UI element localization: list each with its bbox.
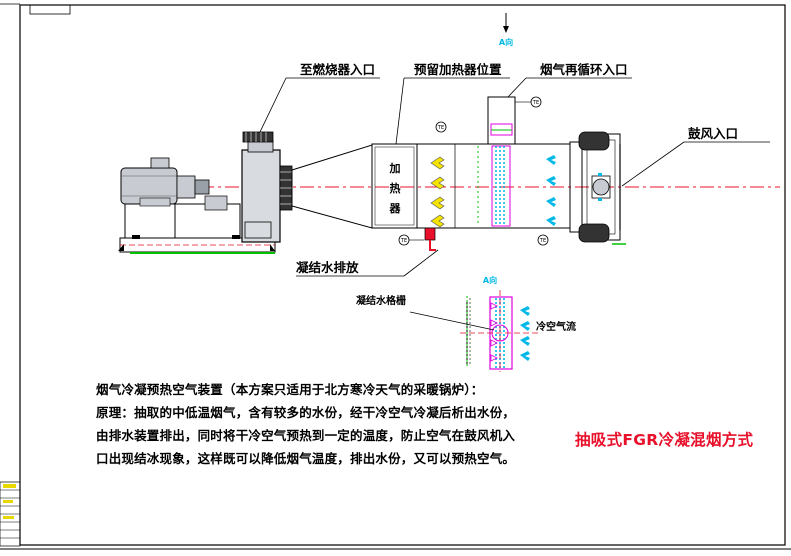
instrument-tag-1: TE (435, 121, 447, 133)
condensate-drain-label: 凝结水排放 (296, 260, 359, 275)
condensate-drain-pipe (424, 227, 436, 251)
description-line-3: 由排水装置排出，同时将干冷空气预热到一定的温度，防止空气在鼓风机入 (96, 428, 516, 443)
description-block: 烟气冷凝预热空气装置（本方案只适用于北方寒冷天气的采暖锅炉）： 原理：抽取的中低… (96, 378, 516, 470)
drawing-frame (0, 3, 791, 550)
section-a-view: A向 (409, 275, 540, 372)
instrument-tag-4: TE (537, 234, 549, 246)
svg-text:TE: TE (437, 125, 444, 131)
preheater-position-label: 预留加热器位置 (414, 62, 502, 77)
heater-label-1: 加 (389, 161, 401, 175)
description-line-2: 原理：抽取的中低温烟气，含有较多的水份，经干冷空气冷凝后析出水份， (96, 405, 516, 420)
title-block (0, 481, 21, 547)
fan-housing (241, 149, 281, 243)
svg-text:TE: TE (539, 238, 546, 244)
svg-text:A向: A向 (499, 37, 513, 47)
cold-air-flow-label: 冷空气流 (536, 320, 576, 333)
svg-text:A向: A向 (483, 275, 497, 285)
heater-label-3: 器 (389, 202, 402, 215)
blower-inlet-assembly (569, 131, 626, 245)
description-line-4: 口出现结冰现象，这样既可以降低烟气温度，排出水份，又可以预热空气。 (96, 451, 516, 466)
instrument-tag-2: TE (515, 96, 542, 108)
condensate-grille-label: 凝结水格栅 (356, 294, 406, 307)
fgr-inlet-stub (487, 96, 516, 145)
instrument-tag-3: TE (398, 234, 424, 246)
svg-text:TE: TE (532, 100, 539, 106)
description-line-1: 烟气冷凝预热空气装置（本方案只适用于北方寒冷天气的采暖锅炉）： (96, 382, 484, 397)
view-a-marker: A向 (499, 13, 513, 47)
cold-air-flow-arrows (546, 155, 556, 226)
heater-label-2: 热 (390, 181, 401, 195)
burner-inlet-label: 至燃烧器入口 (300, 62, 375, 77)
heater-flow-arrows (430, 156, 445, 228)
callout-leaders (259, 77, 770, 277)
blower-inlet-label: 鼓风入口 (688, 126, 738, 141)
blower-assembly (118, 131, 293, 254)
svg-text:TE: TE (400, 238, 407, 244)
fgr-inlet-label: 烟气再循环入口 (540, 62, 628, 77)
scheme-title: 抽吸式FGR冷凝混烟方式 (575, 431, 754, 449)
